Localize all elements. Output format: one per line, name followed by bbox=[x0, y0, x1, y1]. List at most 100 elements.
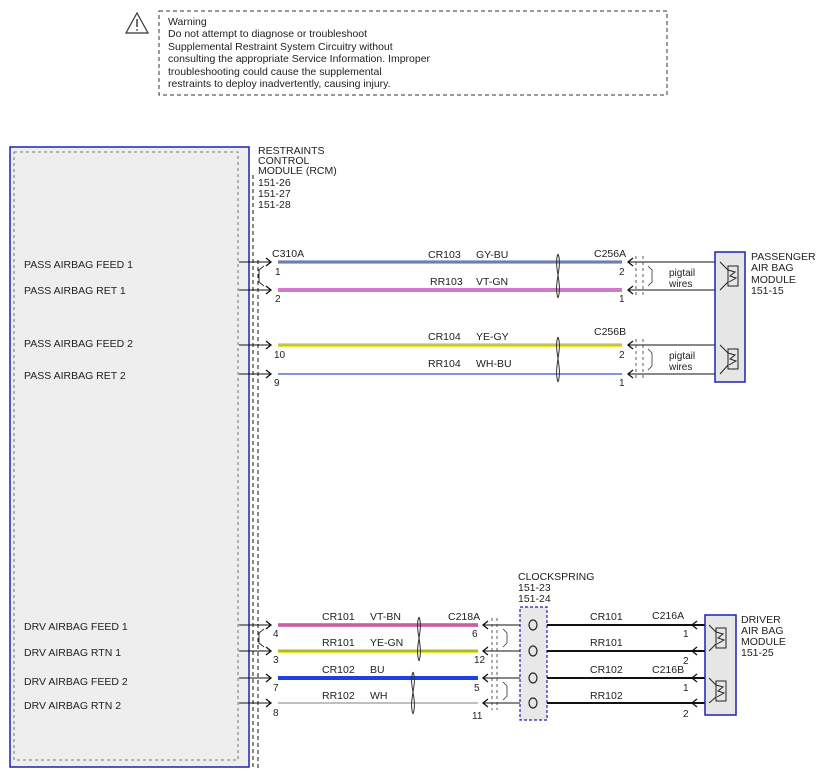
connector-c218a-label: C218A bbox=[448, 611, 480, 623]
svg-text:RESTRAINTS: RESTRAINTS bbox=[258, 145, 325, 157]
clockspring bbox=[519, 606, 548, 721]
warning-box: Warning Do not attempt to diagnose or tr… bbox=[124, 10, 668, 96]
svg-text:wires: wires bbox=[668, 279, 692, 290]
pin-number: 12 bbox=[474, 655, 486, 666]
pin-label-pass-ret-1: PASS AIRBAG RET 1 bbox=[24, 285, 126, 297]
svg-text:pigtail: pigtail bbox=[669, 351, 695, 362]
pin-number: 1 bbox=[275, 267, 281, 278]
circuit-label: CR103 bbox=[428, 249, 461, 261]
pin-number: 1 bbox=[619, 378, 625, 389]
clockspring-title: CLOCKSPRING 151-23 151-24 bbox=[518, 571, 594, 605]
pin-number: 9 bbox=[274, 378, 280, 389]
pin-label-drv-rtn-2: DRV AIRBAG RTN 2 bbox=[24, 700, 121, 712]
connector-c310a-label: C310A bbox=[272, 248, 304, 260]
pin-label-drv-rtn-1: DRV AIRBAG RTN 1 bbox=[24, 647, 121, 659]
svg-text:151-27: 151-27 bbox=[258, 188, 291, 200]
pin-label-pass-ret-2: PASS AIRBAG RET 2 bbox=[24, 370, 126, 382]
pin-number: 4 bbox=[273, 629, 279, 640]
warning-line: troubleshooting could cause the suppleme… bbox=[168, 66, 382, 78]
svg-text:CONTROL: CONTROL bbox=[258, 155, 309, 167]
svg-text:151-28: 151-28 bbox=[258, 199, 291, 211]
svg-text:AIR BAG: AIR BAG bbox=[751, 262, 794, 274]
pin-number: 2 bbox=[619, 267, 625, 278]
connector-chevron-icon bbox=[265, 257, 273, 708]
pin-number: 2 bbox=[683, 709, 689, 720]
driver-module-title: DRIVER AIR BAG MODULE 151-25 bbox=[741, 614, 786, 659]
rcm-module bbox=[9, 146, 259, 770]
pin-number: 2 bbox=[619, 350, 625, 361]
pin-number: 2 bbox=[275, 294, 281, 305]
warning-line: Do not attempt to diagnose or troublesho… bbox=[168, 28, 367, 40]
pin-number: 3 bbox=[273, 655, 279, 666]
pin-number: 11 bbox=[472, 711, 483, 722]
squib-icon bbox=[708, 624, 727, 652]
warning-line: restraints to deploy inadvertently, caus… bbox=[168, 78, 391, 90]
circuit-label: RR101 bbox=[322, 637, 355, 649]
shorting-bar-icon bbox=[258, 265, 265, 648]
svg-text:MODULE: MODULE bbox=[741, 636, 786, 648]
warning-triangle-icon bbox=[124, 11, 150, 34]
circuit-label: CR102 bbox=[590, 664, 623, 676]
svg-text:151-23: 151-23 bbox=[518, 582, 551, 594]
wire-color-label: WH-BU bbox=[476, 358, 512, 370]
svg-text:MODULE (RCM): MODULE (RCM) bbox=[258, 165, 337, 177]
wire-color-label: WH bbox=[370, 690, 388, 702]
pin-number: 2 bbox=[683, 656, 689, 667]
svg-text:wires: wires bbox=[668, 362, 692, 373]
passenger-module-title: PASSENGER AIR BAG MODULE 151-15 bbox=[751, 251, 816, 297]
circuit-label: CR101 bbox=[322, 611, 355, 623]
connector-c256b-label: C256B bbox=[594, 326, 626, 338]
svg-text:MODULE: MODULE bbox=[751, 274, 796, 286]
wire-color-label: GY-BU bbox=[476, 249, 508, 261]
svg-text:151-25: 151-25 bbox=[741, 647, 774, 659]
rcm-title: RESTRAINTS CONTROL MODULE (RCM) 151-26 1… bbox=[258, 145, 337, 211]
wire-color-label: VT-GN bbox=[476, 276, 508, 288]
passenger-airbag-module bbox=[714, 251, 746, 383]
wire-color-label: YE-GY bbox=[476, 331, 509, 343]
pin-label-pass-feed-2: PASS AIRBAG FEED 2 bbox=[24, 338, 133, 350]
circuit-label: CR101 bbox=[590, 611, 623, 623]
pin-label-drv-feed-2: DRV AIRBAG FEED 2 bbox=[24, 676, 128, 688]
svg-text:pigtail: pigtail bbox=[669, 268, 695, 279]
rcm-pin-stubs bbox=[239, 261, 270, 704]
pin-label-drv-feed-1: DRV AIRBAG FEED 1 bbox=[24, 621, 128, 633]
pin-number: 6 bbox=[472, 629, 478, 640]
wire-color-label: YE-GN bbox=[370, 637, 403, 649]
pigtail-label: pigtail wires pigtail wires bbox=[668, 268, 695, 373]
svg-text:DRIVER: DRIVER bbox=[741, 614, 781, 626]
clockspring-coil-icon bbox=[528, 619, 538, 709]
circuit-label: CR104 bbox=[428, 331, 461, 343]
svg-text:151-24: 151-24 bbox=[518, 593, 551, 605]
pin-number: 1 bbox=[619, 294, 625, 305]
pin-label-pass-feed-1: PASS AIRBAG FEED 1 bbox=[24, 259, 133, 271]
svg-text:CLOCKSPRING: CLOCKSPRING bbox=[518, 571, 594, 583]
svg-text:151-15: 151-15 bbox=[751, 285, 784, 297]
twisted-pair-icon bbox=[556, 253, 560, 383]
circuit-label: RR104 bbox=[428, 358, 461, 370]
warning-title: Warning bbox=[168, 16, 207, 28]
circuit-label: RR101 bbox=[590, 637, 623, 649]
circuit-label: RR103 bbox=[430, 276, 463, 288]
circuit-label: RR102 bbox=[590, 690, 623, 702]
warning-line: Supplemental Restraint System Circuitry … bbox=[168, 41, 393, 53]
pin-number: 1 bbox=[683, 683, 689, 694]
pin-number: 1 bbox=[683, 629, 689, 640]
connector-chevron-icon bbox=[626, 257, 634, 379]
svg-text:AIR BAG: AIR BAG bbox=[741, 625, 784, 637]
wire-color-label: BU bbox=[370, 664, 385, 676]
pin-number: 7 bbox=[273, 683, 279, 694]
squib-icon bbox=[719, 344, 739, 375]
svg-text:151-26: 151-26 bbox=[258, 177, 291, 189]
warning-line: consulting the appropriate Service Infor… bbox=[168, 53, 431, 65]
pin-number: 10 bbox=[274, 350, 286, 361]
wire-color-label: VT-BN bbox=[370, 611, 401, 623]
squib-icon bbox=[719, 261, 739, 291]
driver-airbag-module bbox=[704, 614, 737, 716]
pin-number: 5 bbox=[474, 683, 480, 694]
squib-icon bbox=[708, 677, 727, 704]
circuit-label: RR102 bbox=[322, 690, 355, 702]
connector-c216b-label: C216B bbox=[652, 664, 684, 676]
connector-c256a-label: C256A bbox=[594, 248, 626, 260]
twisted-pair-icon bbox=[411, 616, 421, 715]
